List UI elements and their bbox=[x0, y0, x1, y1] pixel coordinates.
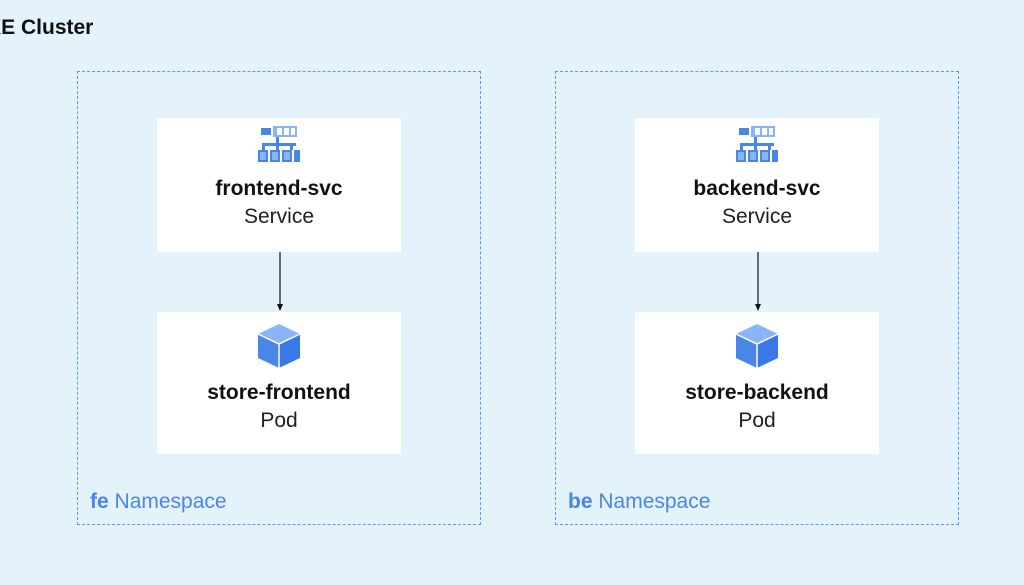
pod-name: store-backend bbox=[685, 381, 829, 404]
service-type: Service bbox=[721, 205, 793, 228]
service-card-frontend[interactable]: frontend-svc Service bbox=[157, 118, 401, 252]
arrow-service-to-pod bbox=[277, 252, 283, 311]
pod-card-backend[interactable]: store-backend Pod bbox=[635, 312, 879, 454]
service-icon bbox=[736, 126, 778, 162]
namespace-be: backend-svc Service store-backend Pod be… bbox=[555, 71, 959, 525]
pod-type: Pod bbox=[738, 409, 776, 432]
pod-cube-icon bbox=[735, 324, 779, 368]
pod-name: store-frontend bbox=[207, 381, 351, 404]
service-card-backend[interactable]: backend-svc Service bbox=[635, 118, 879, 252]
cluster-title: KE Cluster bbox=[0, 16, 94, 39]
namespace-suffix: Namespace bbox=[114, 490, 227, 513]
service-name: frontend-svc bbox=[215, 177, 343, 200]
namespace-name: be bbox=[568, 490, 593, 513]
arrow-service-to-pod bbox=[755, 252, 761, 311]
service-name: backend-svc bbox=[693, 177, 821, 200]
namespace-label-be: be Namespace bbox=[568, 490, 710, 514]
service-icon bbox=[258, 126, 300, 162]
namespace-name: fe bbox=[90, 490, 109, 513]
pod-cube-icon bbox=[257, 324, 301, 368]
pod-type: Pod bbox=[260, 409, 298, 432]
namespace-suffix: Namespace bbox=[598, 490, 711, 513]
namespace-fe: frontend-svc Service store-frontend Pod … bbox=[77, 71, 481, 525]
namespace-label-fe: fe Namespace bbox=[90, 490, 227, 514]
pod-card-frontend[interactable]: store-frontend Pod bbox=[157, 312, 401, 454]
service-type: Service bbox=[243, 205, 315, 228]
